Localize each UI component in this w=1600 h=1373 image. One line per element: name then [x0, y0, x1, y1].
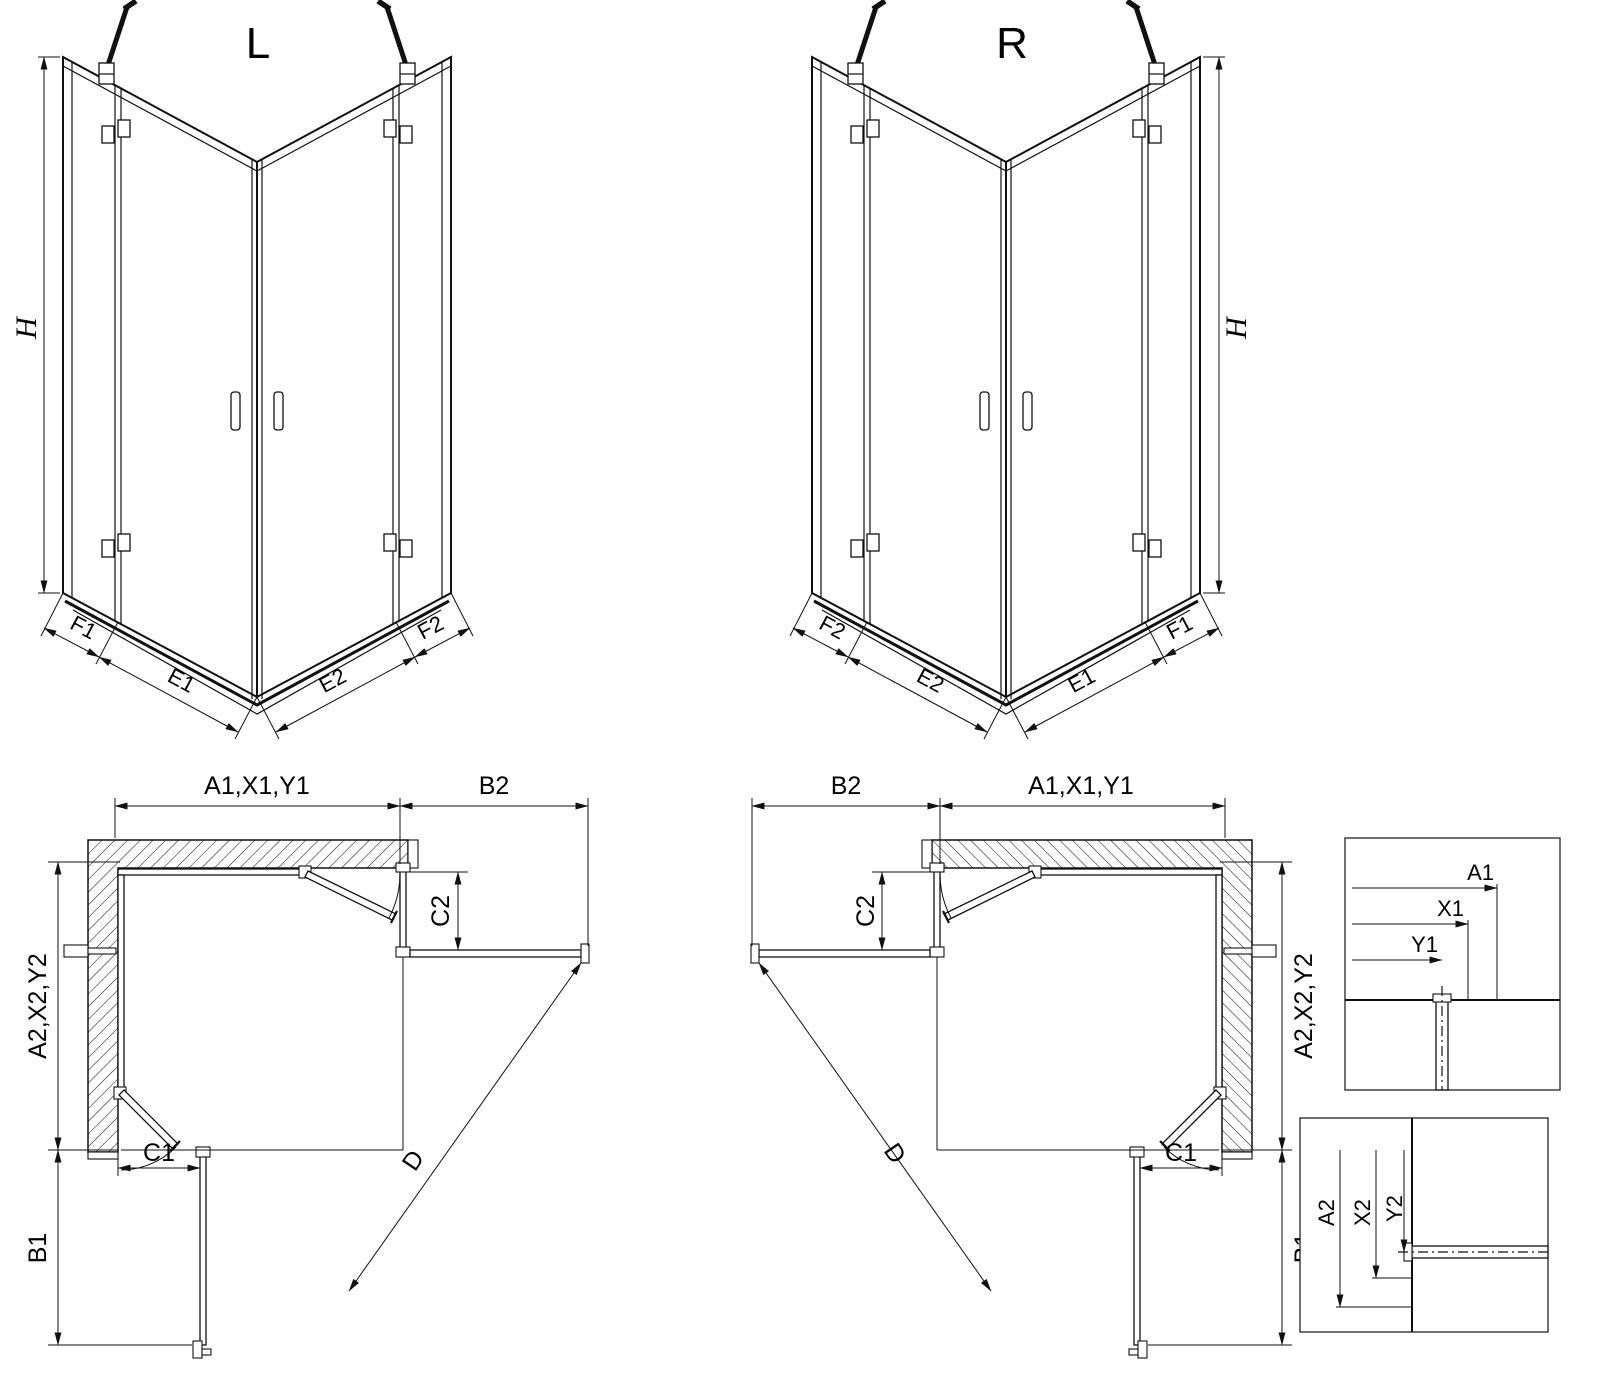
dim-label-a2x2y2: A2,X2,Y2 — [24, 953, 52, 1059]
dim-label-x1: X1 — [1437, 896, 1464, 921]
dim-label-y1: Y1 — [1411, 932, 1438, 957]
plan-view-right: B2 A1,X1,Y1 C2 A2,X2,Y2 B1 C1 D — [751, 772, 1318, 1358]
detail-view-a1-x1-y1: A1 X1 Y1 — [1344, 837, 1561, 1091]
dim-label-e1: E1 — [1064, 663, 1100, 698]
dim-label-a2: A2 — [1314, 1199, 1339, 1226]
dim-label-a1x1y1: A1,X1,Y1 — [204, 772, 310, 800]
dim-label-f2: F2 — [815, 610, 849, 644]
dim-label-b2: B2 — [831, 772, 862, 800]
dim-label-b2: B2 — [479, 772, 510, 800]
dim-label-h: H — [1220, 315, 1253, 340]
dim-label-x2: X2 — [1350, 1199, 1375, 1226]
plan-view-left: A1,X1,Y1 B2 C2 A2,X2,Y2 B1 C1 D — [24, 772, 589, 1358]
dim-label-y2: Y2 — [1382, 1195, 1407, 1222]
detail-frame — [1344, 837, 1561, 1091]
dim-label-f1: F1 — [66, 610, 100, 644]
dim-label-c1: C1 — [143, 1139, 175, 1167]
dim-label-c1: C1 — [1165, 1139, 1197, 1167]
reference-lines — [1467, 884, 1498, 1000]
dim-label-e2: E2 — [315, 663, 351, 698]
shower-3d-left — [38, 1, 473, 739]
dim-label-h: H — [10, 315, 43, 340]
dim-label-e2: E2 — [913, 663, 949, 698]
dim-label-a1x1y1: A1,X1,Y1 — [1028, 772, 1134, 800]
view-title-left: L — [246, 19, 270, 68]
detail-view-a2-x2-y2: A2 X2 Y2 — [1299, 1117, 1549, 1333]
dim-label-c2: C2 — [427, 895, 455, 927]
front-view-right: R H F2 E2 E1 F1 — [790, 1, 1253, 739]
dim-label-b1: B1 — [24, 1233, 52, 1264]
dim-label-f1: F1 — [1162, 610, 1196, 644]
shower-3d-right — [790, 1, 1225, 739]
dim-label-e1: E1 — [164, 663, 200, 698]
dim-label-f2: F2 — [413, 610, 447, 644]
plan-left-drawing — [48, 798, 589, 1358]
dim-label-c2: C2 — [852, 895, 880, 927]
dim-label-a1: A1 — [1467, 860, 1494, 885]
dim-label-d: D — [878, 1138, 911, 1169]
dim-label-a2x2y2: A2,X2,Y2 — [1290, 953, 1318, 1059]
front-view-left: L H F1 E1 E2 F2 — [10, 1, 473, 739]
view-title-right: R — [996, 19, 1028, 68]
plan-right-drawing — [751, 798, 1292, 1358]
